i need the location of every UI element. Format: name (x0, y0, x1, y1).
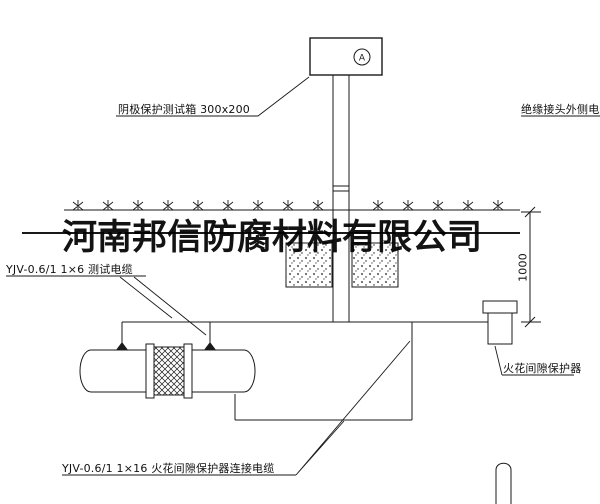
leader-lines (6, 76, 600, 476)
riser-symbol (495, 462, 512, 504)
ground-hatch-marks (72, 200, 504, 211)
spark-gap-leader (494, 345, 574, 376)
spark-gap-protector-label: 火花间隙保护器 (503, 362, 582, 375)
test-box (309, 37, 383, 76)
dimension-line (521, 206, 541, 328)
ammeter-letter: A (359, 54, 366, 64)
test-box-leader (116, 76, 310, 117)
ammeter-icon (353, 48, 371, 66)
foundation-blocks (285, 242, 399, 288)
watermark: 河南邦信防腐材料有限公司 (62, 218, 483, 258)
connection-cable-leader (62, 340, 411, 476)
test-post (332, 75, 350, 322)
spark-gap-protector (482, 300, 518, 345)
test-cable-leader (6, 275, 207, 336)
insulated-joint-cable-label: 绝缘接头外侧电缆 (521, 103, 600, 116)
watermark-strike-line (22, 232, 520, 234)
cable-terminals (116, 342, 216, 350)
test-box-label: 阴极保护测试箱 300x200 (118, 103, 250, 116)
dimension-label: 1000 (516, 253, 530, 282)
cables (121, 321, 488, 421)
test-cable-label: YJV-0.6/1 1×6 测试电缆 (6, 263, 133, 276)
insulating-joint (145, 343, 193, 399)
connection-cable-label: YJV-0.6/1 1×16 火花间隙保护器连接电缆 (62, 462, 275, 475)
